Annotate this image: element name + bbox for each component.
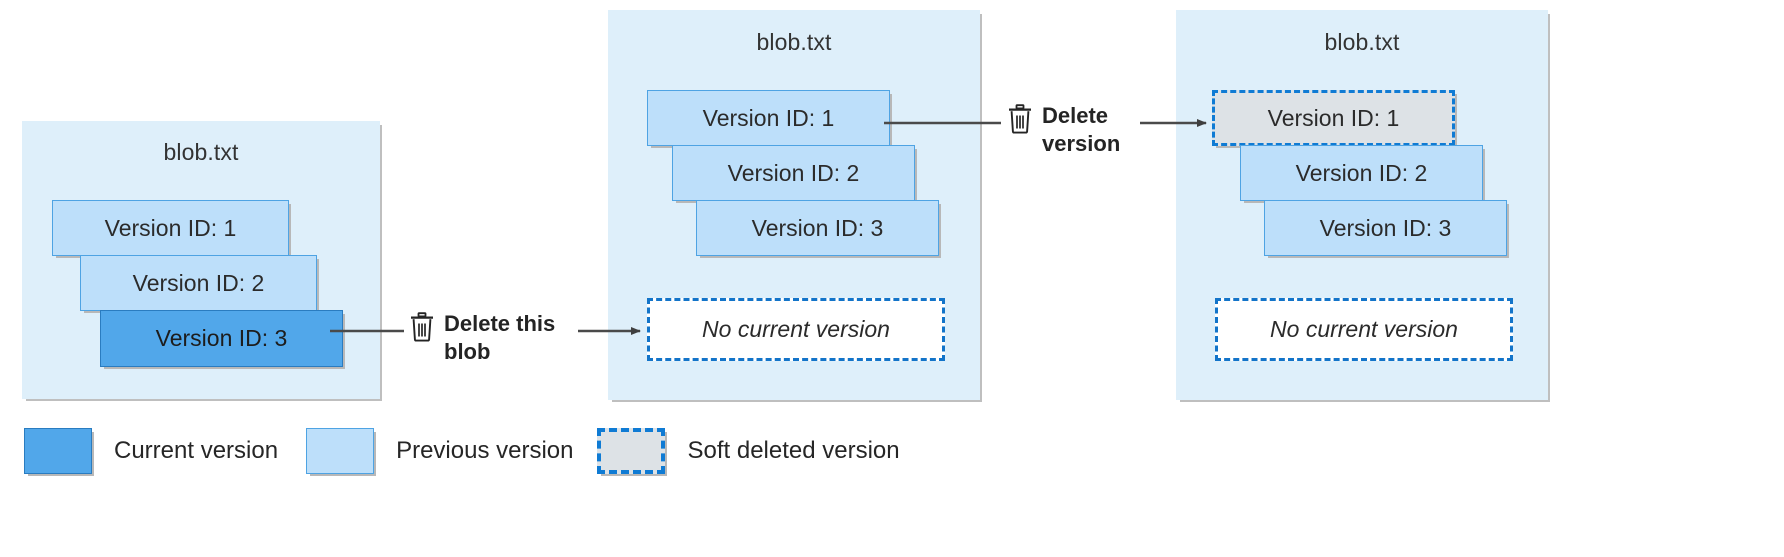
panel-3-version-1-label: Version ID: 1 [1267,104,1400,131]
blob-panel-1: blob.txt Version ID: 1 Version ID: 2 Ver… [22,121,380,399]
legend-swatch-soft-deleted-icon [597,428,666,474]
panel-2-version-2: Version ID: 2 [672,145,915,201]
blob-panel-2: blob.txt Version ID: 1 Version ID: 2 Ver… [608,10,980,400]
trash-icon [409,312,435,347]
panel-1-version-1-label: Version ID: 1 [104,214,237,241]
legend-label-current: Current version [114,437,279,464]
panel-1-version-2-label: Version ID: 2 [132,269,265,296]
legend-item-soft-deleted: Soft deleted version [597,428,900,474]
panel-2-version-3: Version ID: 3 [696,200,939,256]
legend-label-soft-deleted: Soft deleted version [687,437,900,464]
legend-swatch-current-icon [24,428,92,474]
panel-1-version-2: Version ID: 2 [80,255,317,311]
panel-3-no-current-version-label: No current version [1270,316,1458,342]
trash-icon [1007,104,1033,139]
connector-1-label: Delete this blob [444,311,556,365]
panel-1-version-3-label: Version ID: 3 [155,325,288,351]
panel-2-no-current-version-label: No current version [702,316,890,342]
panel-1-version-3: Version ID: 3 [100,310,343,367]
panel-3-version-3-label: Version ID: 3 [1319,214,1452,241]
panel-3-version-1: Version ID: 1 [1212,90,1455,146]
panel-3-version-2-label: Version ID: 2 [1295,159,1428,186]
panel-3-version-3: Version ID: 3 [1264,200,1507,256]
legend-item-current: Current version [24,428,278,474]
connector-1: Delete this blob [409,310,555,366]
legend-item-previous: Previous version [306,428,573,474]
panel-2-no-current-version: No current version [647,298,945,361]
panel-3-version-2: Version ID: 2 [1240,145,1483,201]
panel-1-blob-title: blob.txt [163,139,239,165]
panel-2-blob-title: blob.txt [756,29,832,55]
panel-3-no-current-version: No current version [1215,298,1513,361]
legend-swatch-previous-icon [306,428,375,474]
panel-2-version-2-label: Version ID: 2 [727,159,860,186]
legend: Current version Previous version Soft de… [24,428,900,474]
connector-2: Delete version [1007,102,1120,158]
panel-3-blob-title: blob.txt [1324,29,1400,55]
legend-label-previous: Previous version [396,437,574,464]
blob-panel-3: blob.txt Version ID: 1 Version ID: 2 Ver… [1176,10,1548,400]
panel-2-version-1-label: Version ID: 1 [702,104,835,131]
panel-2-version-3-label: Version ID: 3 [751,214,884,241]
panel-1-version-1: Version ID: 1 [52,200,289,256]
panel-2-version-1: Version ID: 1 [647,90,890,146]
connector-2-label: Delete version [1042,103,1121,157]
